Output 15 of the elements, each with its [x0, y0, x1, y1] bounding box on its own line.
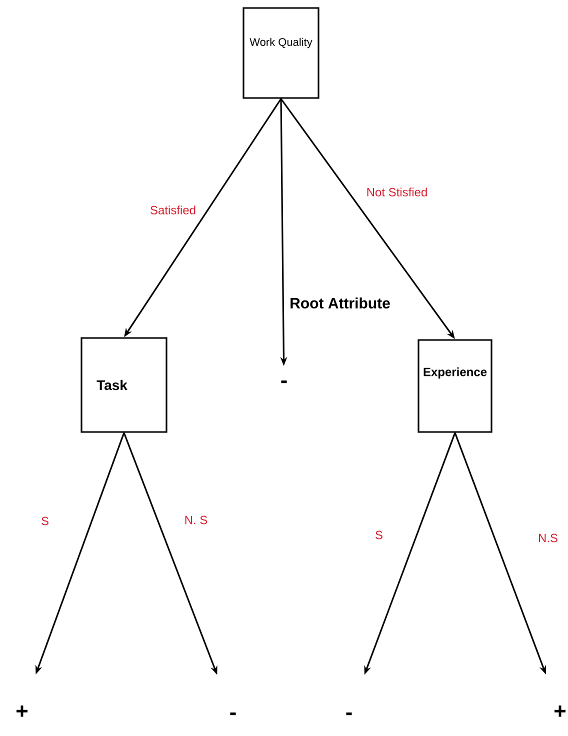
edge-label: Not Stisfied — [365, 186, 429, 198]
edge-label: N. S — [183, 514, 209, 526]
leaf-symbol: - — [346, 712, 352, 716]
leaf-symbol: - — [281, 380, 287, 384]
annotation: Root Attribute — [290, 298, 390, 308]
edge-label: S — [374, 530, 384, 540]
leaf-symbol: - — [230, 712, 236, 716]
edge-label: N.S — [537, 532, 559, 544]
node-box: Work Quality — [242, 7, 320, 99]
edge-label: S — [40, 516, 50, 526]
leaf-symbol: + — [554, 706, 566, 717]
node-box: Experience — [418, 339, 492, 433]
node-box: Task — [80, 337, 168, 433]
leaf-symbol: + — [16, 706, 28, 717]
edge-label: Satisfied — [149, 204, 198, 216]
